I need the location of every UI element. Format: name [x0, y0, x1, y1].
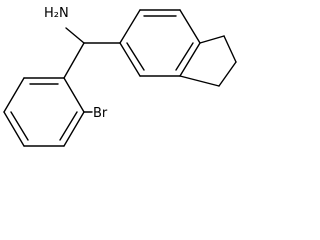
bond-ph-5 — [3, 77, 25, 113]
structure-diagram: H₂N Br — [0, 0, 250, 150]
bond-ind-1 — [119, 9, 141, 44]
molecule-svg: H₂N Br — [3, 6, 237, 147]
bond-ind-4 — [179, 42, 201, 77]
bond-ph-4 — [3, 111, 25, 147]
bond-ph-2 — [63, 111, 85, 147]
bond-ind-3 — [179, 9, 201, 44]
bond-ph-double-2 — [10, 111, 29, 141]
bond-alpha-amine — [65, 27, 85, 44]
bromine-label: Br — [93, 106, 108, 121]
bond-alpha-phenyl — [63, 42, 85, 79]
bond-ph-1 — [63, 77, 85, 113]
bond-ph-double-3 — [59, 111, 78, 141]
bond-cp-3 — [218, 61, 237, 87]
bond-ind-double-2 — [175, 42, 194, 71]
bond-cp-2 — [223, 35, 237, 63]
bond-cp-4 — [179, 75, 220, 87]
bond-ind-6 — [119, 42, 141, 77]
bond-ind-double-3 — [126, 42, 145, 71]
bond-cp-1 — [199, 35, 225, 44]
bonds — [3, 9, 237, 147]
amine-label: H₂N — [44, 6, 69, 21]
